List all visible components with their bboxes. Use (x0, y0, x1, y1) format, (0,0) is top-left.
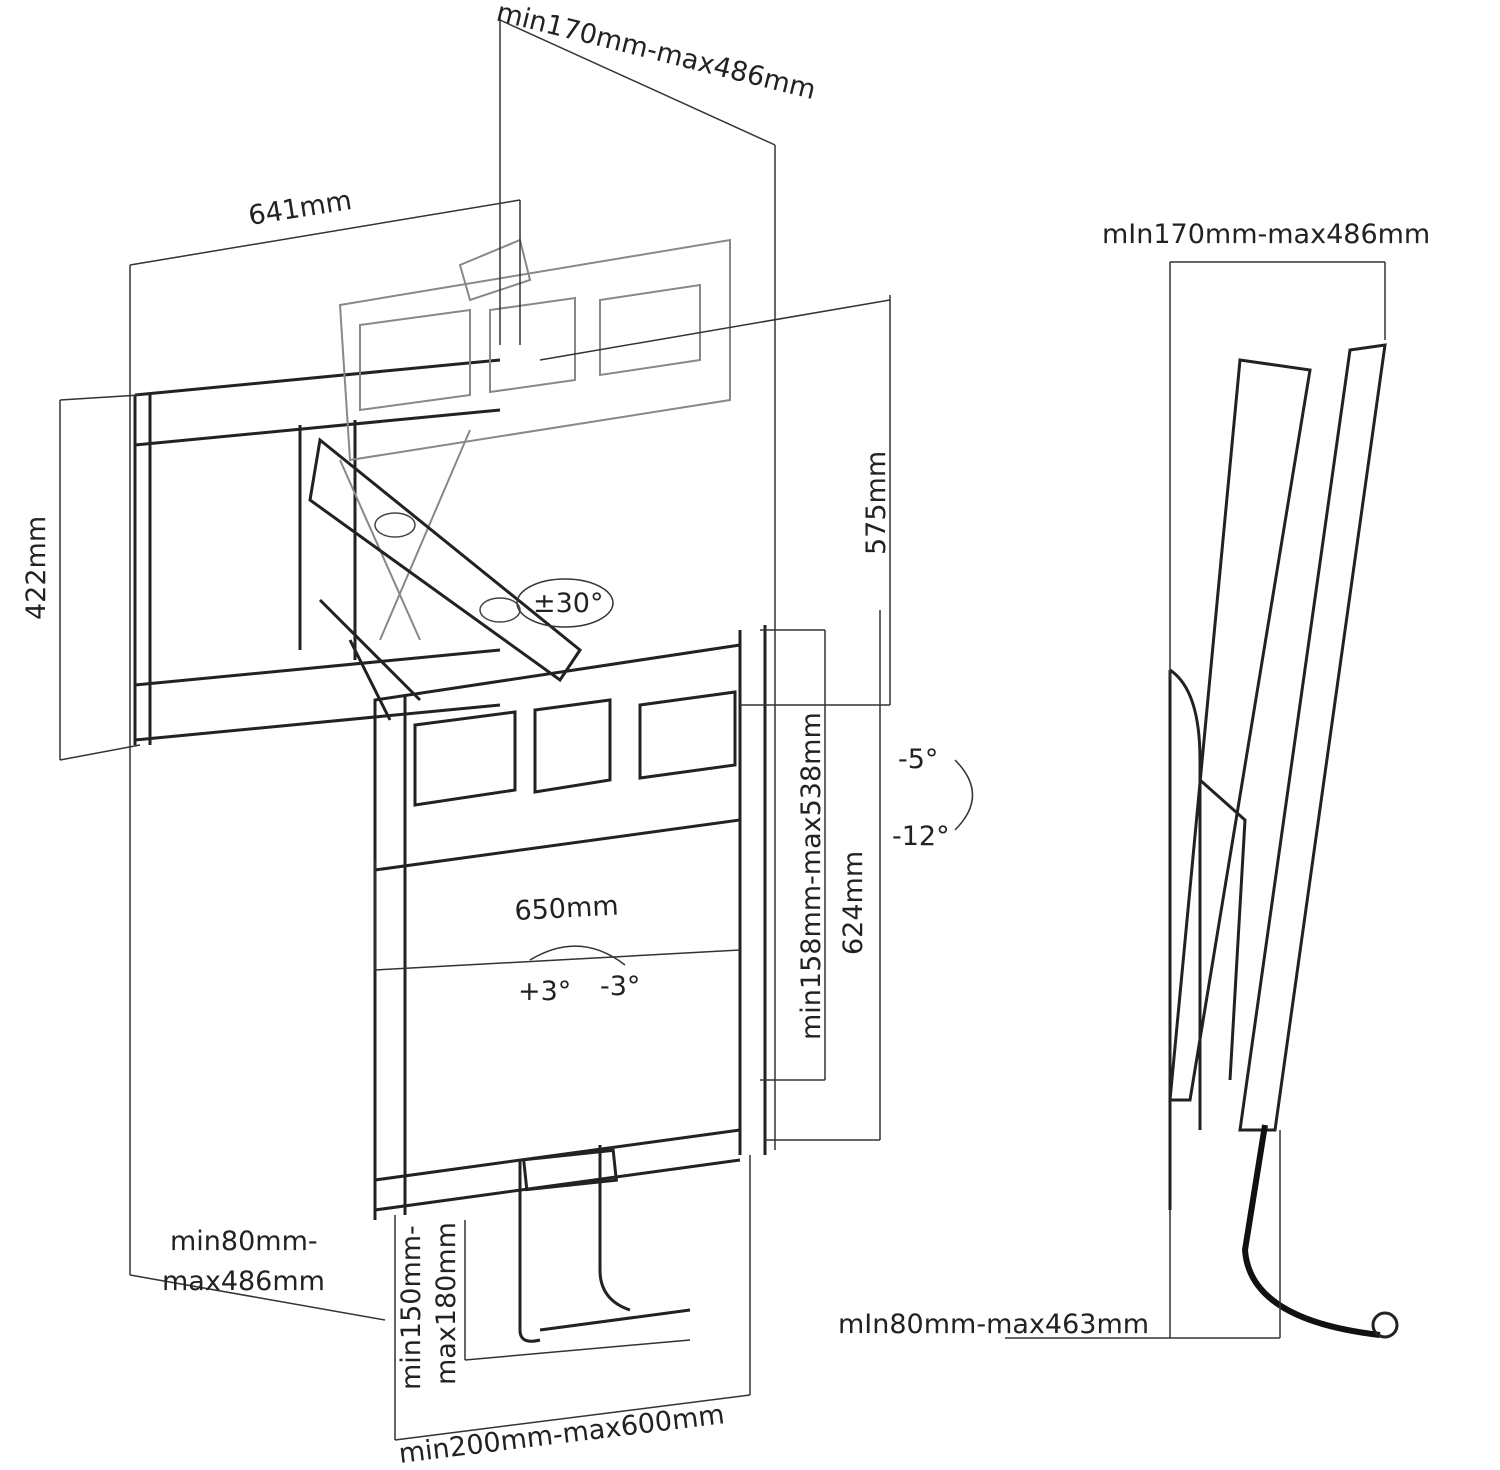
handle-label-line1: min150mm- (396, 1225, 427, 1390)
side-view (1168, 343, 1399, 1339)
wall-plate-width-label: 641mm (246, 185, 354, 232)
handle-label-line2: max180mm (431, 1222, 462, 1385)
wall-plate-height-label: 422mm (21, 516, 52, 620)
side-depth-top-label: mIn170mm-max486mm (1102, 219, 1430, 250)
vesa-horizontal-label: min200mm-max600mm (397, 1399, 726, 1470)
folded-position-outline (338, 238, 731, 641)
level-minus-label: -3° (600, 971, 640, 1002)
tv-plate-height-label: 624mm (838, 851, 869, 955)
vesa-vertical-label: min158mm-max538mm (796, 712, 827, 1040)
swivel-label: ±30° (533, 588, 603, 619)
level-plus-label: +3° (518, 976, 571, 1007)
dimension-lines (59, 15, 1386, 1441)
tilt-up-label: -5° (898, 744, 938, 775)
tv-plate-width-label: 650mm (514, 891, 620, 927)
wall-plate (133, 358, 501, 745)
pull-handle (518, 1145, 691, 1343)
tilt-down-label: -12° (892, 821, 950, 852)
extension-label-line2: max486mm (162, 1266, 325, 1297)
side-depth-bottom-label: mIn80mm-max463mm (838, 1309, 1149, 1340)
articulating-arm (308, 437, 583, 721)
extension-label-line1: min80mm- (170, 1226, 318, 1257)
drop-height-label: 575mm (861, 451, 892, 555)
